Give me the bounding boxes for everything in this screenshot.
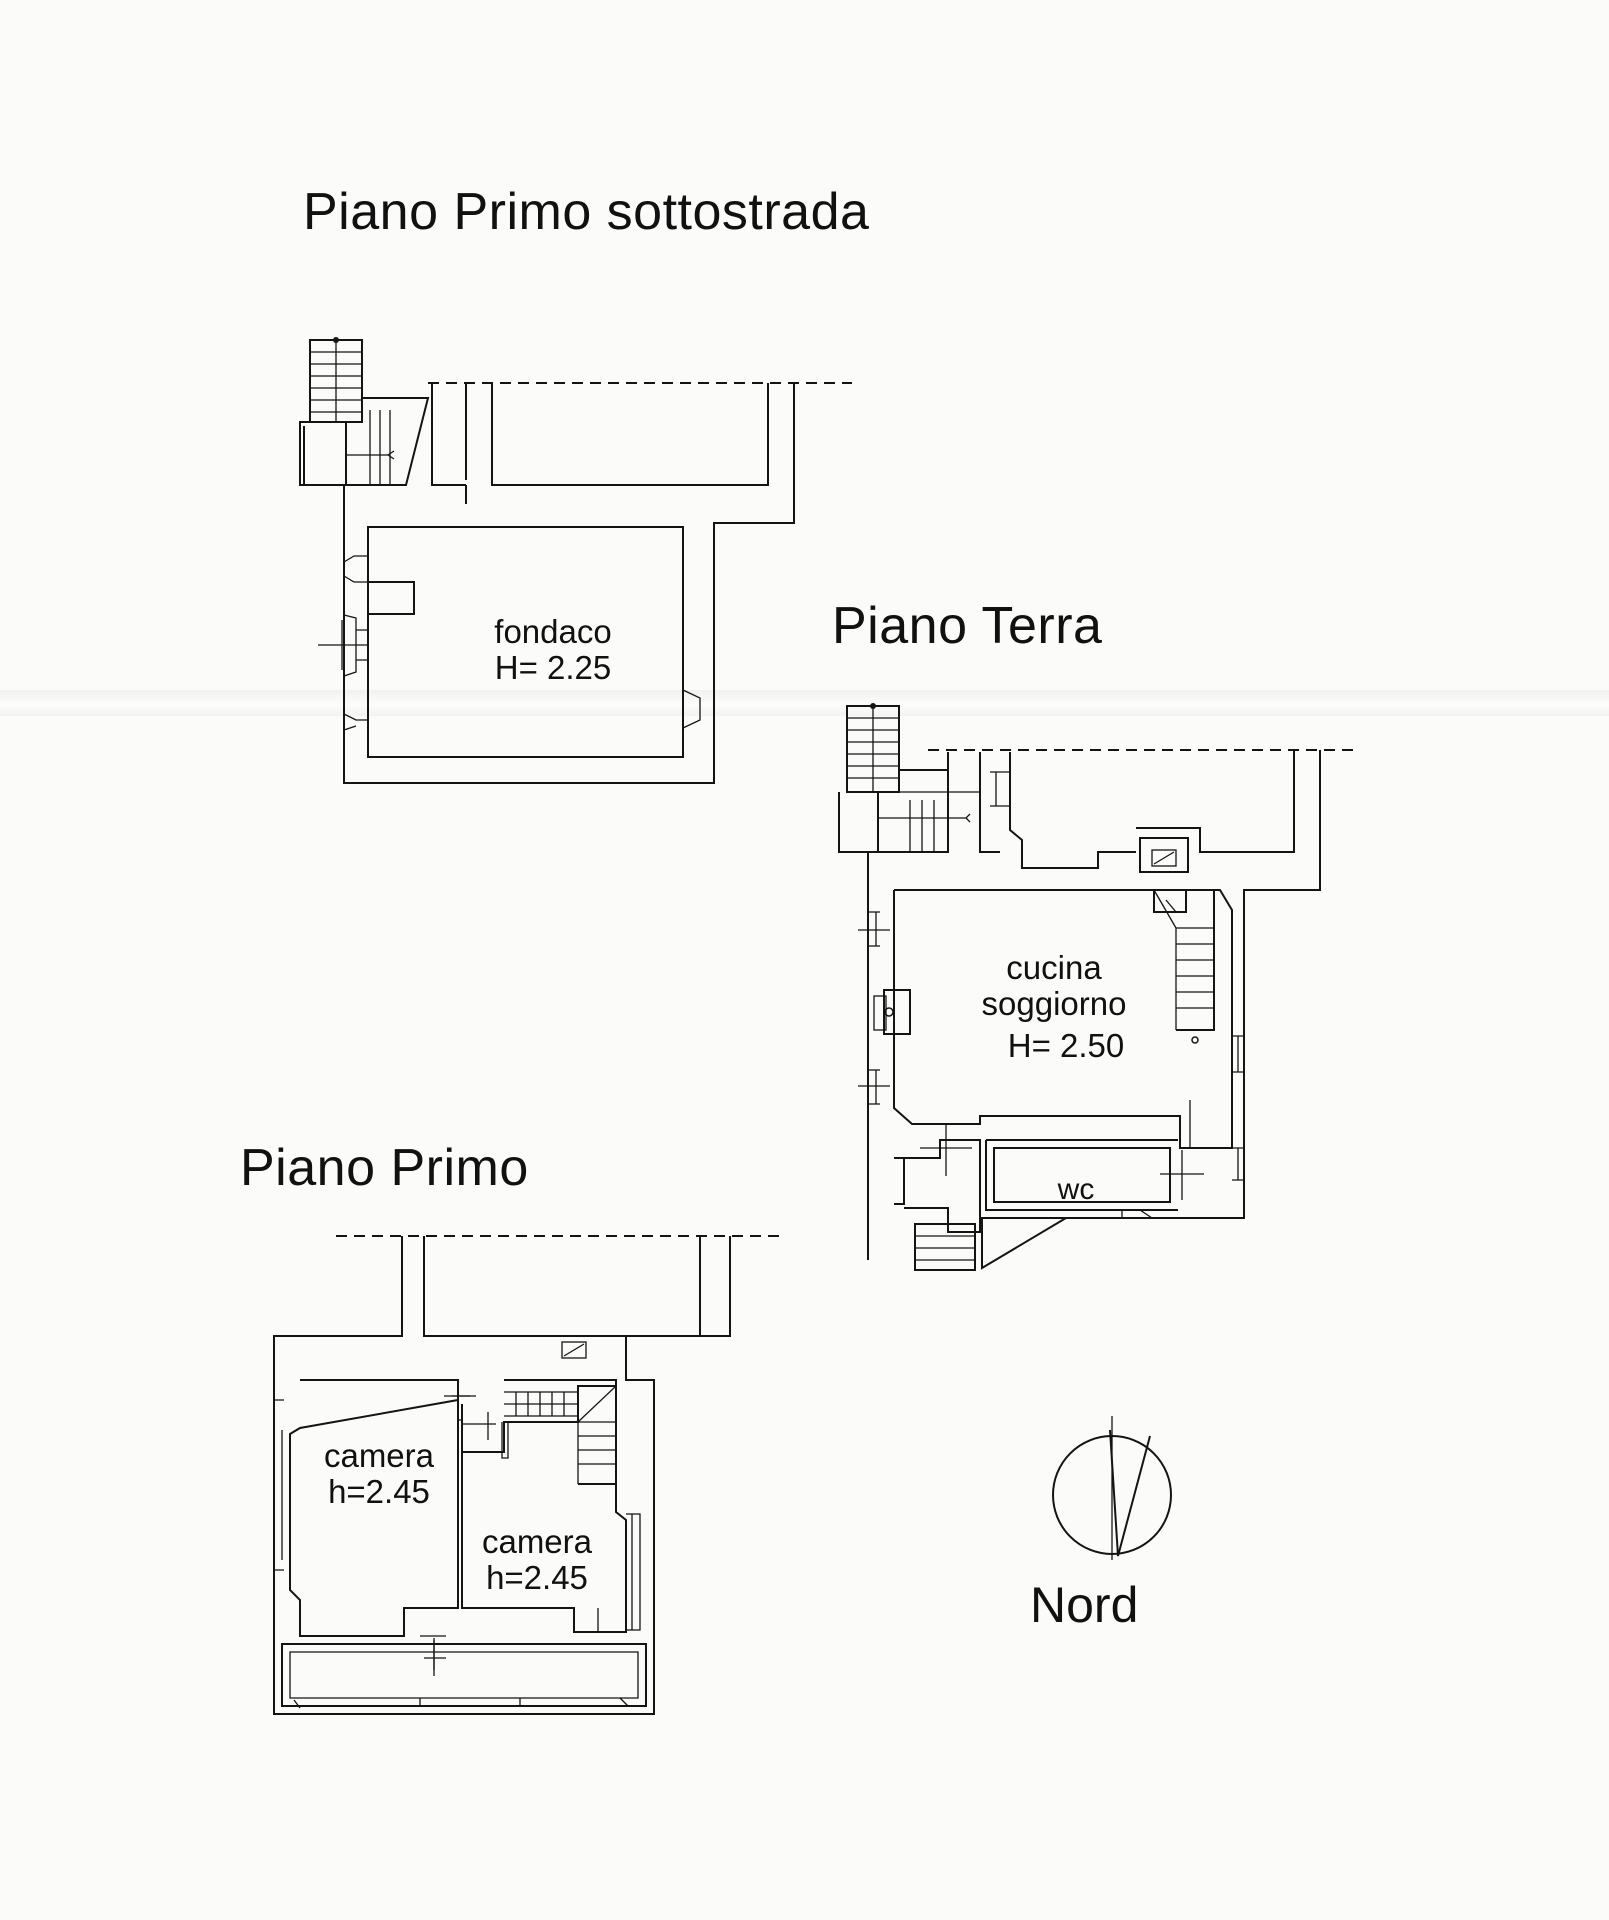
basement-pillar	[368, 581, 415, 615]
ground-doors	[920, 1100, 1204, 1200]
ground-internal-stair	[1153, 889, 1215, 1044]
basement-windows	[318, 555, 701, 731]
ground-floor-title: Piano Terra	[832, 597, 1103, 655]
first-floor-plan	[273, 1235, 786, 1715]
basement-floor-plan	[299, 337, 852, 784]
room-label-camera-1: camera h=2.45	[306, 1438, 452, 1510]
ground-windows	[858, 911, 1244, 1181]
first-outer-wall	[273, 1236, 731, 1715]
ground-chimney	[1139, 837, 1189, 873]
room-height-fondaco: H= 2.25	[494, 649, 612, 686]
room-height-camera-1: h=2.45	[328, 1473, 430, 1510]
room-name-camera-1: camera	[323, 1437, 435, 1474]
basement-outer-wall	[343, 383, 795, 784]
ground-entry-steps	[914, 1223, 976, 1271]
first-front-court	[423, 1236, 701, 1337]
first-flue	[561, 1341, 587, 1359]
ground-front-wall	[1009, 752, 1136, 869]
ground-stair	[838, 703, 1010, 853]
ground-door-frame	[894, 1157, 905, 1205]
first-internal-stair	[504, 1379, 617, 1485]
compass-label: Nord	[1030, 1577, 1139, 1633]
ground-outer-wall-right	[981, 750, 1321, 1270]
ground-floor-plan	[838, 703, 1360, 1271]
room-height-camera-2: h=2.45	[486, 1559, 588, 1596]
room-label-camera-2: camera h=2.45	[464, 1524, 610, 1596]
ground-lobby	[904, 1139, 981, 1233]
camera-1-room	[289, 1379, 459, 1637]
room-name-soggiorno: soggiorno	[981, 985, 1127, 1022]
first-windows-doors	[274, 1390, 641, 1676]
first-floor-title: Piano Primo	[240, 1139, 529, 1197]
scan-fold-line	[0, 690, 1609, 716]
basement-front-court	[491, 383, 769, 486]
room-label-fondaco: fondaco H= 2.25	[470, 614, 636, 686]
room-height-cucina: H= 2.50	[1007, 1027, 1125, 1064]
basement-front-wall-left	[431, 383, 466, 486]
room-name-fondaco: fondaco	[494, 613, 612, 650]
north-arrow-icon	[1052, 1416, 1172, 1560]
room-name-camera-2: camera	[481, 1523, 593, 1560]
first-balcony	[281, 1643, 647, 1709]
fondaco-room	[367, 526, 684, 758]
room-label-cucina-soggiorno: cucina soggiorno H= 2.50	[958, 950, 1150, 1064]
room-label-wc: wc	[1057, 1173, 1095, 1206]
basement-floor-title: Piano Primo sottostrada	[303, 183, 870, 241]
wc-room	[985, 1139, 1178, 1219]
room-name-cucina: cucina	[1006, 949, 1102, 986]
ground-fireplace	[873, 989, 911, 1035]
ground-front-court-right	[1136, 750, 1295, 853]
basement-stair	[299, 337, 430, 486]
cucina-soggiorno-room	[893, 889, 1233, 1149]
camera-2-room	[461, 1385, 627, 1633]
